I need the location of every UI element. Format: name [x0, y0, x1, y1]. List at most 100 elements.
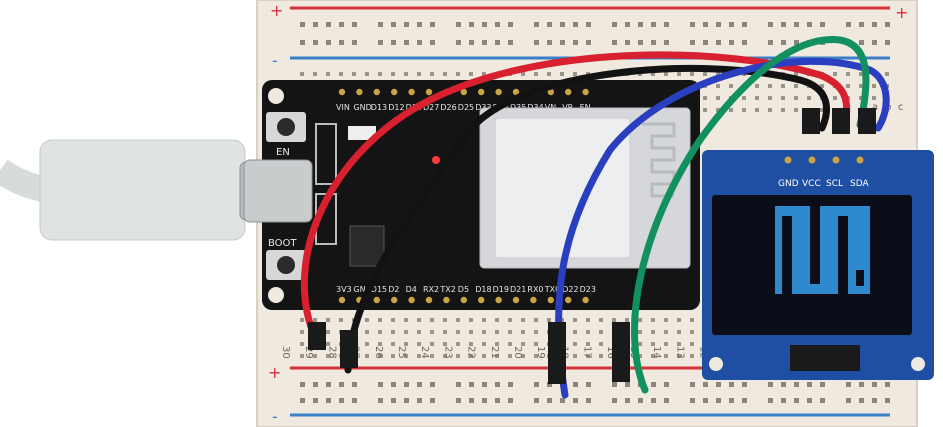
rail-hole	[495, 40, 500, 45]
breadboard-hole	[768, 96, 772, 100]
breadboard-hole	[430, 354, 434, 358]
rail-hole	[794, 22, 799, 27]
rail-hole	[534, 22, 539, 27]
header-pin	[530, 296, 537, 304]
column-number: 21	[489, 346, 500, 359]
rail-hole	[482, 398, 487, 403]
breadboard-hole	[456, 72, 460, 76]
header-pin	[512, 296, 520, 304]
rail-hole	[391, 40, 396, 45]
header-pin	[391, 296, 398, 304]
breadboard-hole	[300, 330, 304, 334]
breadboard-hole	[742, 96, 746, 100]
header-pin	[425, 296, 433, 304]
rail-hole	[404, 382, 409, 387]
breadboard-hole	[534, 318, 538, 322]
breadboard-hole	[404, 318, 408, 322]
oled-header-pin	[832, 156, 840, 164]
breadboard-hole	[664, 72, 668, 76]
breadboard-hole	[326, 342, 330, 346]
breadboard-hole	[755, 108, 759, 112]
rail-hole	[339, 22, 344, 27]
header-pin	[408, 88, 415, 96]
rail-hole	[794, 398, 799, 403]
breadboard-hole	[326, 318, 330, 322]
breadboard-hole	[365, 342, 369, 346]
pin-label-bottom: GND	[353, 285, 371, 294]
breadboard-hole	[729, 84, 733, 88]
breadboard-hole	[443, 330, 447, 334]
breadboard-hole	[768, 108, 772, 112]
breadboard-hole	[313, 72, 317, 76]
breadboard-hole	[443, 342, 447, 346]
rail-hole	[534, 40, 539, 45]
rail-hole	[352, 398, 357, 403]
breadboard-hole	[521, 342, 525, 346]
rail-hole	[625, 382, 630, 387]
pin-label-top: D26	[440, 103, 456, 112]
breadboard-hole	[391, 342, 395, 346]
header-pin	[460, 296, 467, 304]
rail-hole	[469, 40, 474, 45]
rail-hole	[534, 382, 539, 387]
rail-hole	[716, 22, 721, 27]
breadboard-hole	[872, 84, 876, 88]
rail-hole	[326, 22, 331, 27]
breadboard-hole	[300, 342, 304, 346]
breadboard-hole	[469, 342, 473, 346]
breadboard-hole	[430, 330, 434, 334]
rail-hole	[846, 22, 851, 27]
breadboard-hole	[534, 354, 538, 358]
breadboard-hole	[690, 354, 694, 358]
breadboard-hole	[677, 330, 681, 334]
rail-hole	[404, 22, 409, 27]
breadboard-hole	[651, 318, 655, 322]
breadboard-hole	[638, 342, 642, 346]
breadboard-hole	[495, 318, 499, 322]
rail-hole	[456, 22, 461, 27]
boot-button[interactable]	[266, 250, 306, 280]
breadboard-hole	[794, 96, 798, 100]
column-number: 29	[303, 346, 314, 359]
oled-pin-label: GND	[778, 179, 799, 189]
rail-hole	[781, 398, 786, 403]
en-button[interactable]	[266, 112, 306, 142]
breadboard-hole	[443, 318, 447, 322]
breadboard-hole	[807, 96, 811, 100]
column-number: 16	[605, 346, 616, 359]
breadboard-hole	[599, 330, 603, 334]
breadboard-hole	[586, 330, 590, 334]
rail-hole	[495, 22, 500, 27]
breadboard-hole	[664, 354, 668, 358]
rail-hole	[742, 22, 747, 27]
breadboard-hole	[495, 354, 499, 358]
breadboard-hole	[430, 342, 434, 346]
breadboard-hole	[638, 354, 642, 358]
rail-hole	[690, 40, 695, 45]
rail-hole	[339, 398, 344, 403]
rail-hole	[690, 382, 695, 387]
rail-hole	[326, 40, 331, 45]
breadboard-hole	[352, 72, 356, 76]
breadboard-hole	[794, 108, 798, 112]
rail-hole	[378, 22, 383, 27]
column-number: 24	[419, 346, 430, 359]
breadboard-hole	[326, 72, 330, 76]
header-pin	[495, 88, 502, 96]
breadboard-hole	[781, 108, 785, 112]
rail-plus-label-top: +	[270, 1, 283, 20]
breadboard-hole	[339, 72, 343, 76]
rail-hole	[859, 382, 864, 387]
power-led	[432, 156, 440, 164]
breadboard-hole	[690, 330, 694, 334]
oled-header-pin	[856, 156, 864, 164]
column-number: 13	[674, 346, 685, 359]
breadboard-hole	[469, 318, 473, 322]
breadboard-hole	[404, 354, 408, 358]
pin-label-top: GND	[353, 103, 371, 112]
header-pin	[478, 88, 485, 96]
breadboard-hole	[391, 72, 395, 76]
rail-hole	[885, 382, 890, 387]
rail-hole	[339, 382, 344, 387]
